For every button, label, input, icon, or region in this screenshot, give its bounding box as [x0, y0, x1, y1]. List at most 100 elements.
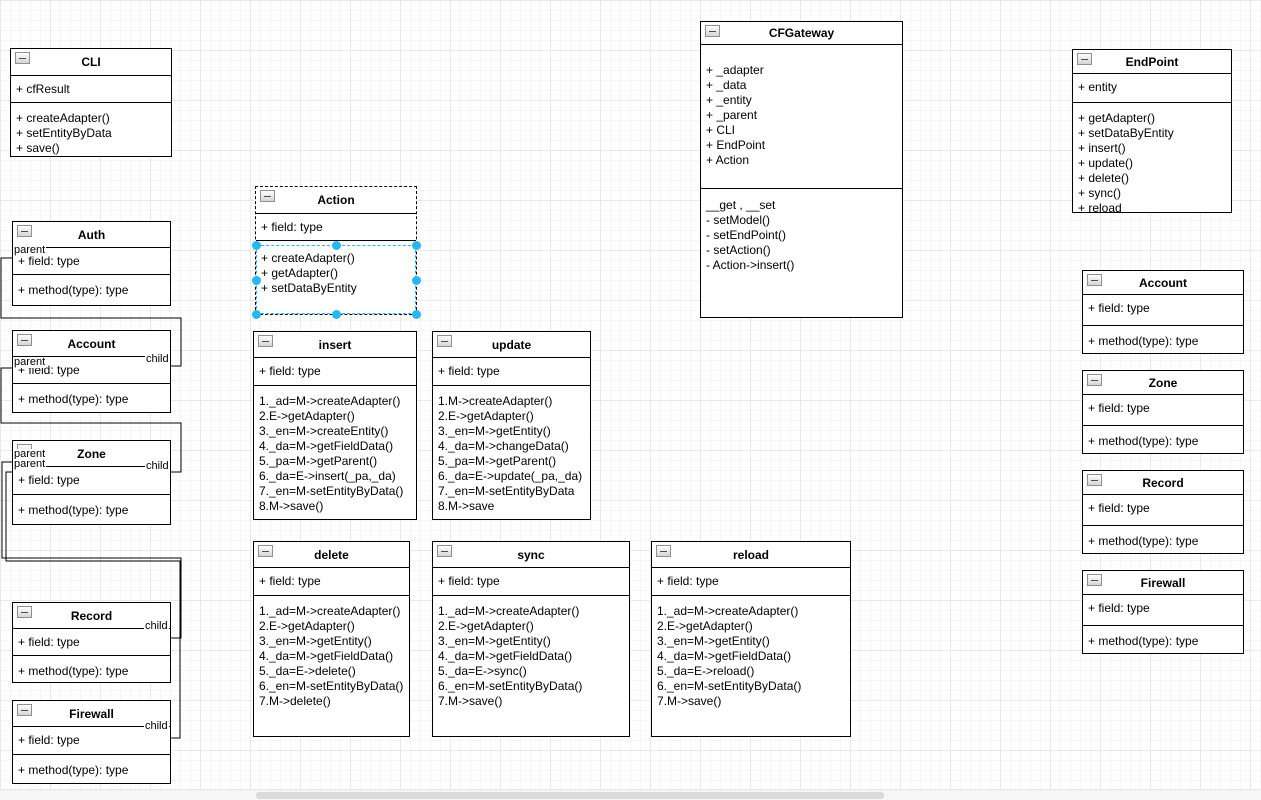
method-row[interactable]: 1._ad=M->createAdapter() [438, 604, 580, 618]
method-row[interactable]: 5._da=E->delete() [259, 664, 356, 678]
field-row[interactable]: + Action [706, 153, 750, 167]
method-row[interactable]: 5._da=E->reload() [657, 664, 755, 678]
method-row[interactable]: 6._da=E->insert(_pa,_da) [259, 469, 396, 483]
method-row[interactable]: 2.E->getAdapter() [438, 409, 534, 423]
method-row[interactable]: + setDataByEntity [1078, 126, 1174, 140]
collapse-minus-icon[interactable] [1077, 53, 1092, 65]
class-firewall-left[interactable]: Firewall+ field: type+ method(type): typ… [12, 700, 171, 784]
method-row[interactable]: + method(type): type [1088, 534, 1199, 548]
method-row[interactable]: 6._en=M-setEntityByData() [259, 679, 404, 693]
field-row[interactable]: + field: type [438, 574, 500, 588]
selection-handle[interactable] [252, 241, 261, 250]
field-row[interactable]: + _entity [706, 93, 752, 107]
class-record-left[interactable]: Record+ field: type+ method(type): type [12, 602, 171, 683]
collapse-minus-icon[interactable] [15, 52, 30, 64]
field-row[interactable]: + CLI [706, 123, 736, 137]
method-row[interactable]: 3._en=M->getEntity() [259, 634, 372, 648]
method-row[interactable]: + insert() [1078, 141, 1126, 155]
field-row[interactable]: + field: type [18, 733, 80, 747]
edge-label-child[interactable]: child [144, 720, 169, 732]
method-row[interactable]: 5._pa=M->getParent() [438, 454, 557, 468]
field-row[interactable]: + field: type [1088, 601, 1150, 615]
class-firewall-right[interactable]: Firewall+ field: type+ method(type): typ… [1082, 570, 1244, 654]
method-row[interactable]: + setEntityByData [16, 126, 112, 140]
selection-handle[interactable] [412, 275, 421, 285]
method-row[interactable]: 7.M->delete() [259, 694, 331, 708]
method-row[interactable]: + getAdapter() [261, 266, 339, 280]
method-row[interactable]: 6._da=E->update(_pa,_da) [438, 469, 583, 483]
method-row[interactable]: 7._en=M-setEntityByData() [259, 484, 404, 498]
method-row[interactable]: + method(type): type [18, 664, 129, 678]
selection-handle[interactable] [412, 241, 421, 250]
selection-handle[interactable] [332, 310, 341, 319]
field-row[interactable]: + _parent [706, 108, 758, 122]
collapse-minus-icon[interactable] [1087, 474, 1102, 486]
method-row[interactable]: 5._da=E->sync() [438, 664, 527, 678]
field-row[interactable]: + EndPoint [706, 138, 766, 152]
class-endpoint[interactable]: EndPoint+ entity+ getAdapter()+ setDataB… [1072, 49, 1232, 214]
field-row[interactable]: + field: type [18, 254, 80, 268]
method-row[interactable]: + sync() [1078, 186, 1122, 200]
connector-auth-account[interactable] [0, 257, 182, 367]
field-row[interactable]: + field: type [1088, 501, 1150, 515]
method-row[interactable]: 2.E->getAdapter() [259, 409, 355, 423]
method-row[interactable]: + reload [1078, 201, 1122, 214]
method-row[interactable]: + setDataByEntity [261, 281, 357, 295]
collapse-minus-icon[interactable] [1087, 574, 1102, 586]
method-row[interactable]: - setAction() [706, 243, 771, 257]
selection-handle[interactable] [412, 310, 421, 319]
method-row[interactable]: 7.M->save() [438, 694, 503, 708]
collapse-minus-icon[interactable] [437, 335, 452, 347]
field-row[interactable]: + field: type [18, 473, 80, 487]
field-row[interactable]: + entity [1078, 80, 1118, 94]
method-row[interactable]: + method(type): type [18, 503, 129, 517]
edge-label-child[interactable]: child [145, 460, 170, 472]
connector-zone-record[interactable] [1, 461, 182, 639]
method-row[interactable]: 4._da=M->getFieldData() [259, 649, 394, 663]
edge-label-parent[interactable]: parent [13, 244, 47, 256]
method-row[interactable]: 5._pa=M->getParent() [259, 454, 378, 468]
method-row[interactable]: 6._en=M-setEntityByData() [657, 679, 802, 693]
class-action[interactable]: Action+ field: type+ createAdapter()+ ge… [252, 186, 421, 319]
method-row[interactable]: 1._ad=M->createAdapter() [657, 604, 799, 618]
selection-handle[interactable] [252, 310, 261, 319]
collapse-minus-icon[interactable] [258, 545, 273, 557]
field-row[interactable]: + field: type [259, 574, 321, 588]
field-row[interactable]: + field: type [259, 364, 321, 378]
method-row[interactable]: + update() [1078, 156, 1134, 170]
method-row[interactable]: 3._en=M->getEntity() [438, 424, 551, 438]
class-account-left[interactable]: Account+ field: type+ method(type): type [12, 330, 171, 413]
collapse-minus-icon[interactable] [1087, 274, 1102, 286]
collapse-minus-icon[interactable] [17, 225, 32, 237]
selection-handle[interactable] [332, 241, 341, 250]
connector-zone-firewall[interactable] [5, 471, 181, 739]
method-row[interactable]: 1.M->createAdapter() [438, 394, 553, 408]
method-row[interactable]: + method(type): type [1088, 434, 1199, 448]
method-row[interactable]: + delete() [1078, 171, 1130, 185]
collapse-minus-icon[interactable] [258, 335, 273, 347]
edge-label-child[interactable]: child [144, 620, 169, 632]
connector-account-zone[interactable] [0, 367, 182, 473]
class-zone-left[interactable]: Zone+ field: type+ method(type): type [12, 440, 171, 525]
method-row[interactable]: 8.M->save() [259, 499, 324, 513]
method-row[interactable]: - Action->insert() [706, 258, 795, 272]
method-row[interactable]: - setModel() [706, 213, 771, 227]
method-row[interactable]: 2.E->getAdapter() [438, 619, 534, 633]
class-record-right[interactable]: Record+ field: type+ method(type): type [1082, 470, 1244, 554]
method-row[interactable]: 3._en=M->createEntity() [259, 424, 389, 438]
method-row[interactable]: 2.E->getAdapter() [259, 619, 355, 633]
field-row[interactable]: + field: type [1088, 301, 1150, 315]
edge-label-parent[interactable]: parent [13, 448, 47, 460]
class-cfgateway[interactable]: CFGateway+ _adapter+ _data+ _entity+ _pa… [700, 21, 903, 318]
collapse-minus-icon[interactable] [437, 545, 452, 557]
selection-handle[interactable] [252, 275, 261, 285]
scrollbar-thumb[interactable] [256, 792, 884, 799]
method-row[interactable]: + createAdapter() [16, 111, 110, 125]
method-row[interactable]: __get , __set [706, 198, 776, 212]
method-row[interactable]: 3._en=M->getEntity() [438, 634, 551, 648]
